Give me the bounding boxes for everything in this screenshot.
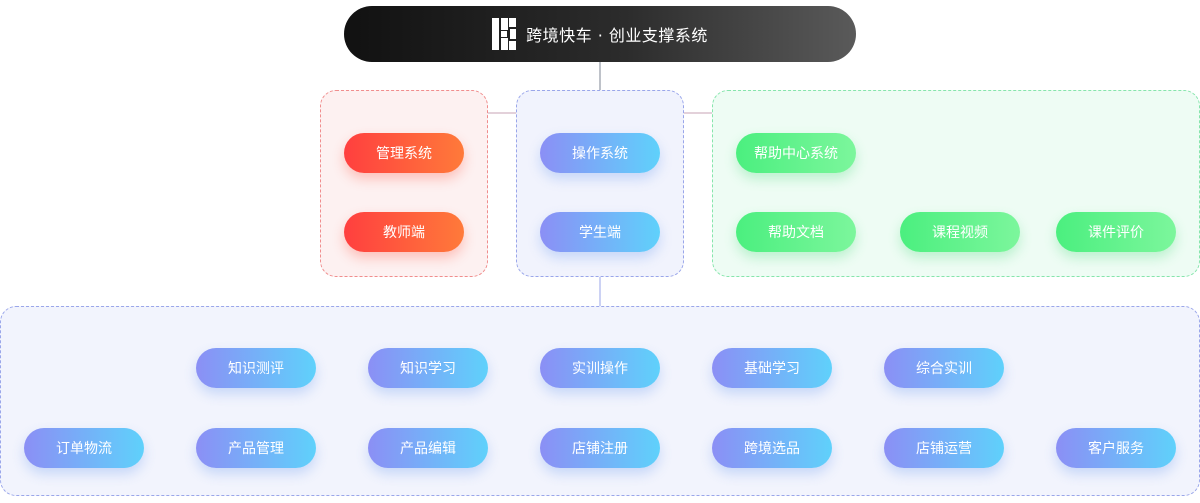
store-operation-node[interactable]: 店铺运营	[884, 428, 1004, 468]
product-management-node[interactable]: 产品管理	[196, 428, 316, 468]
basic-learning-node[interactable]: 基础学习	[712, 348, 832, 388]
store-registration-node[interactable]: 店铺注册	[540, 428, 660, 468]
course-video-node[interactable]: 课程视频	[900, 212, 1020, 252]
practical-training-node[interactable]: 实训操作	[540, 348, 660, 388]
system-header: 跨境快车 · 创业支撑系统	[344, 6, 856, 62]
teacher-client-node[interactable]: 教师端	[344, 212, 464, 252]
comprehensive-training-node[interactable]: 综合实训	[884, 348, 1004, 388]
product-editing-node[interactable]: 产品编辑	[368, 428, 488, 468]
help-center-system-node[interactable]: 帮助中心系统	[736, 133, 856, 173]
student-client-node[interactable]: 学生端	[540, 212, 660, 252]
management-system-node[interactable]: 管理系统	[344, 133, 464, 173]
knowledge-assessment-node[interactable]: 知识测评	[196, 348, 316, 388]
header-title: 跨境快车 · 创业支撑系统	[526, 26, 708, 45]
help-docs-node[interactable]: 帮助文档	[736, 212, 856, 252]
operation-system-node[interactable]: 操作系统	[540, 133, 660, 173]
k-logo-icon	[492, 18, 517, 50]
knowledge-learning-node[interactable]: 知识学习	[368, 348, 488, 388]
customer-service-node[interactable]: 客户服务	[1056, 428, 1176, 468]
cross-border-selection-node[interactable]: 跨境选品	[712, 428, 832, 468]
order-logistics-node[interactable]: 订单物流	[24, 428, 144, 468]
courseware-review-node[interactable]: 课件评价	[1056, 212, 1176, 252]
